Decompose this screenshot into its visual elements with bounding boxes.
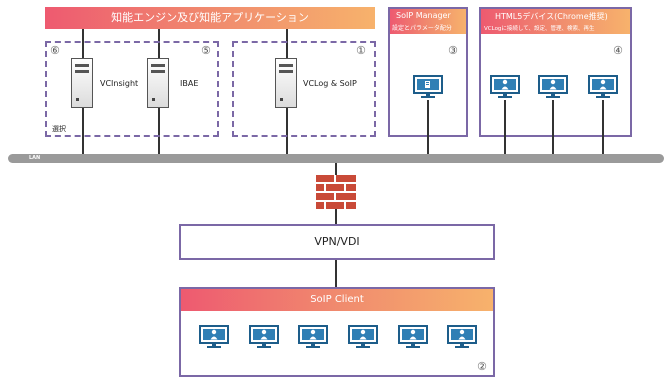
ibae-label: IBAE [180, 79, 199, 88]
lan-bar [8, 154, 664, 163]
html5-title: HTML5デバイス(Chrome推奨) [495, 12, 608, 21]
soip-manager-subtitle: 設定とパラメータ配分 [392, 25, 452, 32]
client-monitor-icon [199, 325, 229, 348]
connector-line [427, 100, 429, 156]
circled-number-1: ① [356, 44, 366, 57]
soip-client-header: SoIP Client [181, 289, 493, 311]
circled-number-5: ⑤ [201, 44, 211, 57]
circled-number-6: ⑥ [50, 44, 60, 57]
client-monitor-icon [249, 325, 279, 348]
manager-monitor-icon [413, 75, 443, 98]
client-monitor-icon [398, 325, 428, 348]
lan-label: LAN [29, 155, 41, 161]
vclog-soip-label: VCLog & SoIP [303, 79, 357, 88]
html5-subtitle: VCLogに接続して、設定、管理、検索、再生 [484, 26, 595, 32]
vcinsight-server-icon [71, 58, 93, 108]
html5-monitor-icon [490, 75, 520, 98]
connector-line [504, 100, 506, 156]
ibae-server-icon [147, 58, 169, 108]
selection-label: 選択 [52, 125, 66, 133]
connector-line [552, 100, 554, 156]
firewall-icon [316, 175, 356, 209]
client-monitor-icon [447, 325, 477, 348]
soip-manager-title: SoIP Manager [396, 11, 451, 20]
server-group-left [45, 41, 219, 137]
vpn-vdi-box: VPN/VDI [179, 224, 495, 260]
connector-line [335, 260, 337, 287]
html5-header: HTML5デバイス(Chrome推奨) VCLogに接続して、設定、管理、検索、… [481, 9, 630, 34]
client-monitor-icon [298, 325, 328, 348]
circled-number-4: ④ [613, 44, 623, 57]
circled-number-2: ② [477, 360, 487, 373]
connector-line [335, 209, 337, 224]
vclog-server-icon [275, 58, 297, 108]
connector-line [335, 163, 337, 175]
html5-monitor-icon [538, 75, 568, 98]
soip-manager-header: SoIP Manager 設定とパラメータ配分 [390, 9, 466, 34]
client-monitor-icon [348, 325, 378, 348]
circled-number-3: ③ [448, 44, 458, 57]
vcinsight-label: VCInsight [100, 79, 139, 88]
intelligent-engine-banner: 知能エンジン及び知能アプリケーション [45, 7, 375, 29]
connector-line [602, 100, 604, 156]
html5-monitor-icon [588, 75, 618, 98]
server-group-right [232, 41, 376, 137]
